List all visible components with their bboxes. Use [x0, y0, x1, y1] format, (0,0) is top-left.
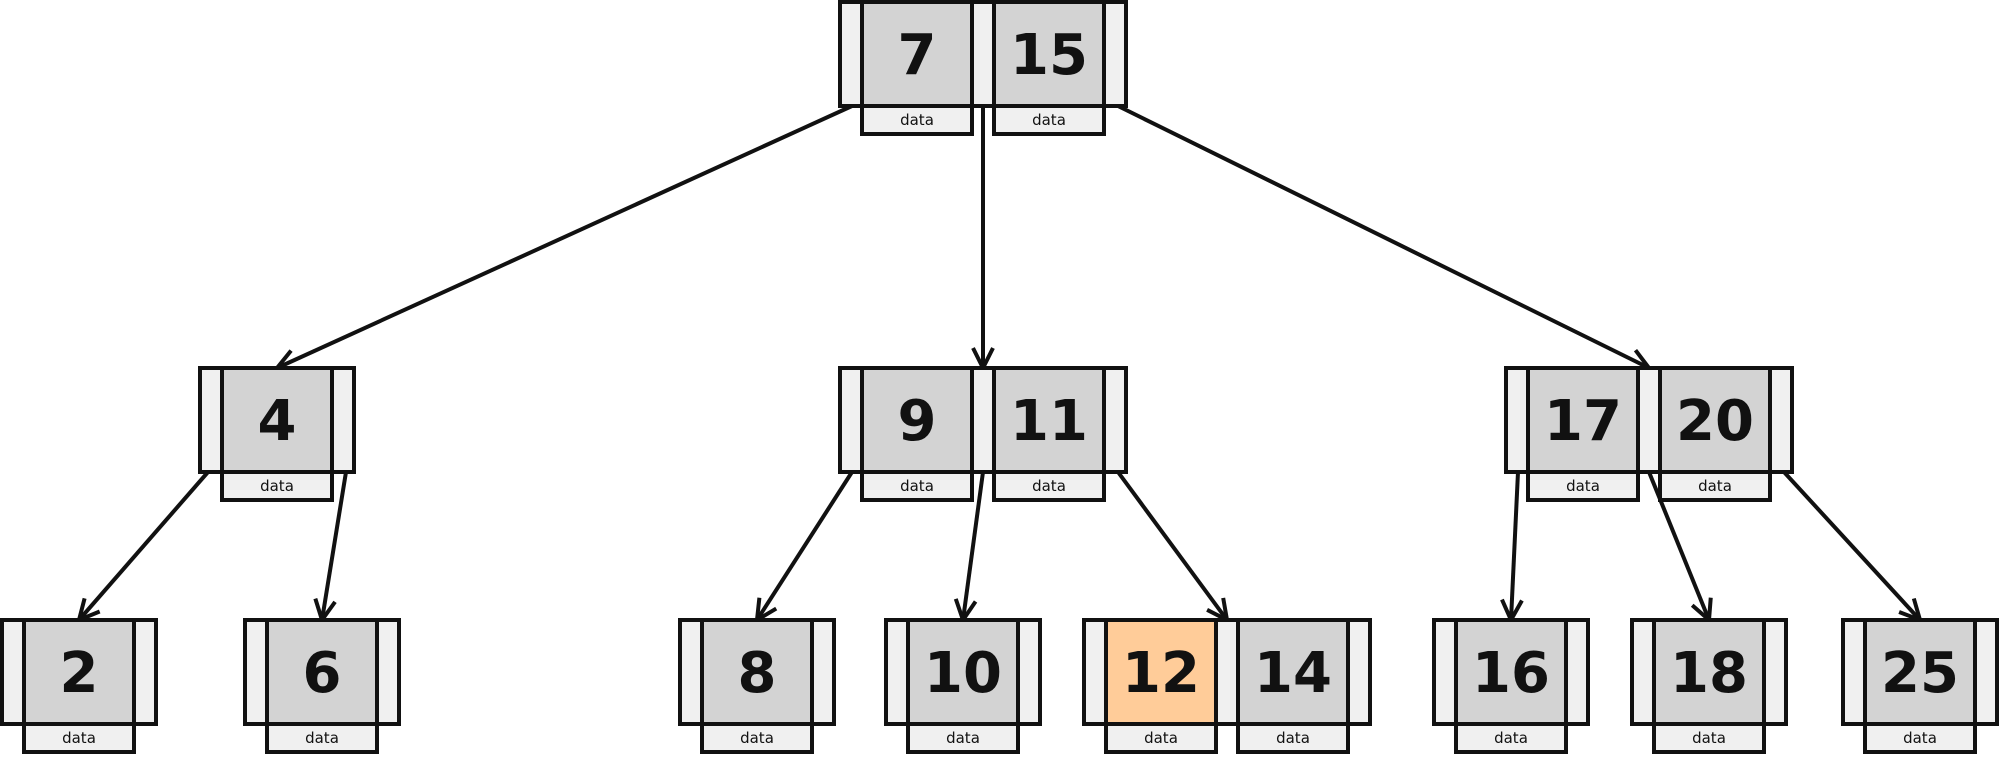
- key-label: 7: [898, 23, 937, 88]
- key-label: 11: [1010, 389, 1088, 454]
- key-label: 4: [258, 389, 297, 454]
- data-box: [700, 722, 814, 754]
- edge-n7-15-to-n17-20: [1117, 104, 1649, 368]
- highlighted-key-cell: [1104, 618, 1218, 726]
- edge-n17-20-to-n25: [1782, 470, 1920, 620]
- key-cell: [992, 366, 1106, 474]
- btree-node-n2: 2 data: [0, 618, 158, 754]
- edge-n17-20-to-n16: [1511, 471, 1518, 620]
- data-box: [860, 470, 974, 502]
- data-box: [220, 470, 334, 502]
- data-label: data: [305, 729, 339, 747]
- data-label: data: [1276, 729, 1310, 747]
- edge-n4-to-n6: [322, 471, 348, 620]
- pointer-slot: [970, 0, 996, 108]
- btree-node-n17-20: 17 data 20 data: [1504, 366, 1794, 502]
- edges-layer: [79, 104, 1920, 620]
- data-box: [860, 104, 974, 136]
- key-cell: [265, 618, 379, 726]
- data-label: data: [1566, 477, 1600, 495]
- data-box: [1104, 722, 1218, 754]
- key-cell: [700, 618, 814, 726]
- key-cell: [860, 366, 974, 474]
- data-box: [1236, 722, 1350, 754]
- data-box: [992, 470, 1106, 502]
- edge-n4-to-n2: [79, 470, 210, 620]
- data-label: data: [1032, 111, 1066, 129]
- pointer-slot: [1636, 366, 1662, 474]
- edge-n9-11-to-n12-14: [1116, 470, 1227, 620]
- edge-n9-11-to-n10: [963, 471, 985, 620]
- btree-node-n7-15: 7 data 15 data: [838, 0, 1128, 136]
- data-label: data: [62, 729, 96, 747]
- data-label: data: [900, 111, 934, 129]
- data-label: data: [1144, 729, 1178, 747]
- btree-node-n8: 8 data: [678, 618, 836, 754]
- data-box: [1652, 722, 1766, 754]
- key-label: 2: [60, 641, 99, 706]
- btree-node-n9-11: 9 data 11 data: [838, 366, 1128, 502]
- key-label: 25: [1881, 641, 1959, 706]
- key-cell: [906, 618, 1020, 726]
- pointer-slot: [970, 366, 996, 474]
- key-label: 15: [1010, 23, 1088, 88]
- key-label: 12: [1122, 641, 1200, 706]
- key-label: 10: [924, 641, 1002, 706]
- data-box: [992, 104, 1106, 136]
- data-label: data: [1494, 729, 1528, 747]
- data-box: [906, 722, 1020, 754]
- btree-node-n4: 4 data: [198, 366, 356, 502]
- data-box: [22, 722, 136, 754]
- edge-n9-11-to-n8: [757, 470, 854, 620]
- key-cell: [1236, 618, 1350, 726]
- data-box: [1658, 470, 1772, 502]
- btree-node-n18: 18 data: [1630, 618, 1788, 754]
- data-label: data: [1692, 729, 1726, 747]
- key-label: 6: [303, 641, 342, 706]
- data-label: data: [1903, 729, 1937, 747]
- key-label: 20: [1676, 389, 1754, 454]
- key-cell: [1454, 618, 1568, 726]
- btree-node-n10: 10 data: [884, 618, 1042, 754]
- data-label: data: [1032, 477, 1066, 495]
- btree-node-n25: 25 data: [1841, 618, 1999, 754]
- key-cell: [860, 0, 974, 108]
- data-label: data: [260, 477, 294, 495]
- data-label: data: [900, 477, 934, 495]
- pointer-slot: [1214, 618, 1240, 726]
- data-label: data: [1698, 477, 1732, 495]
- key-label: 9: [898, 389, 937, 454]
- key-label: 14: [1254, 641, 1332, 706]
- btree-node-n16: 16 data: [1432, 618, 1590, 754]
- data-label: data: [946, 729, 980, 747]
- data-box: [1454, 722, 1568, 754]
- btree-node-n12-14: 12 data 14 data: [1082, 618, 1372, 754]
- key-label: 17: [1544, 389, 1622, 454]
- data-label: data: [740, 729, 774, 747]
- edge-n7-15-to-n4: [277, 104, 853, 368]
- key-label: 16: [1472, 641, 1550, 706]
- key-cell: [1652, 618, 1766, 726]
- key-label: 18: [1670, 641, 1748, 706]
- data-box: [1863, 722, 1977, 754]
- key-label: 8: [738, 641, 777, 706]
- data-box: [1526, 470, 1640, 502]
- data-box: [265, 722, 379, 754]
- btree-node-n6: 6 data: [243, 618, 401, 754]
